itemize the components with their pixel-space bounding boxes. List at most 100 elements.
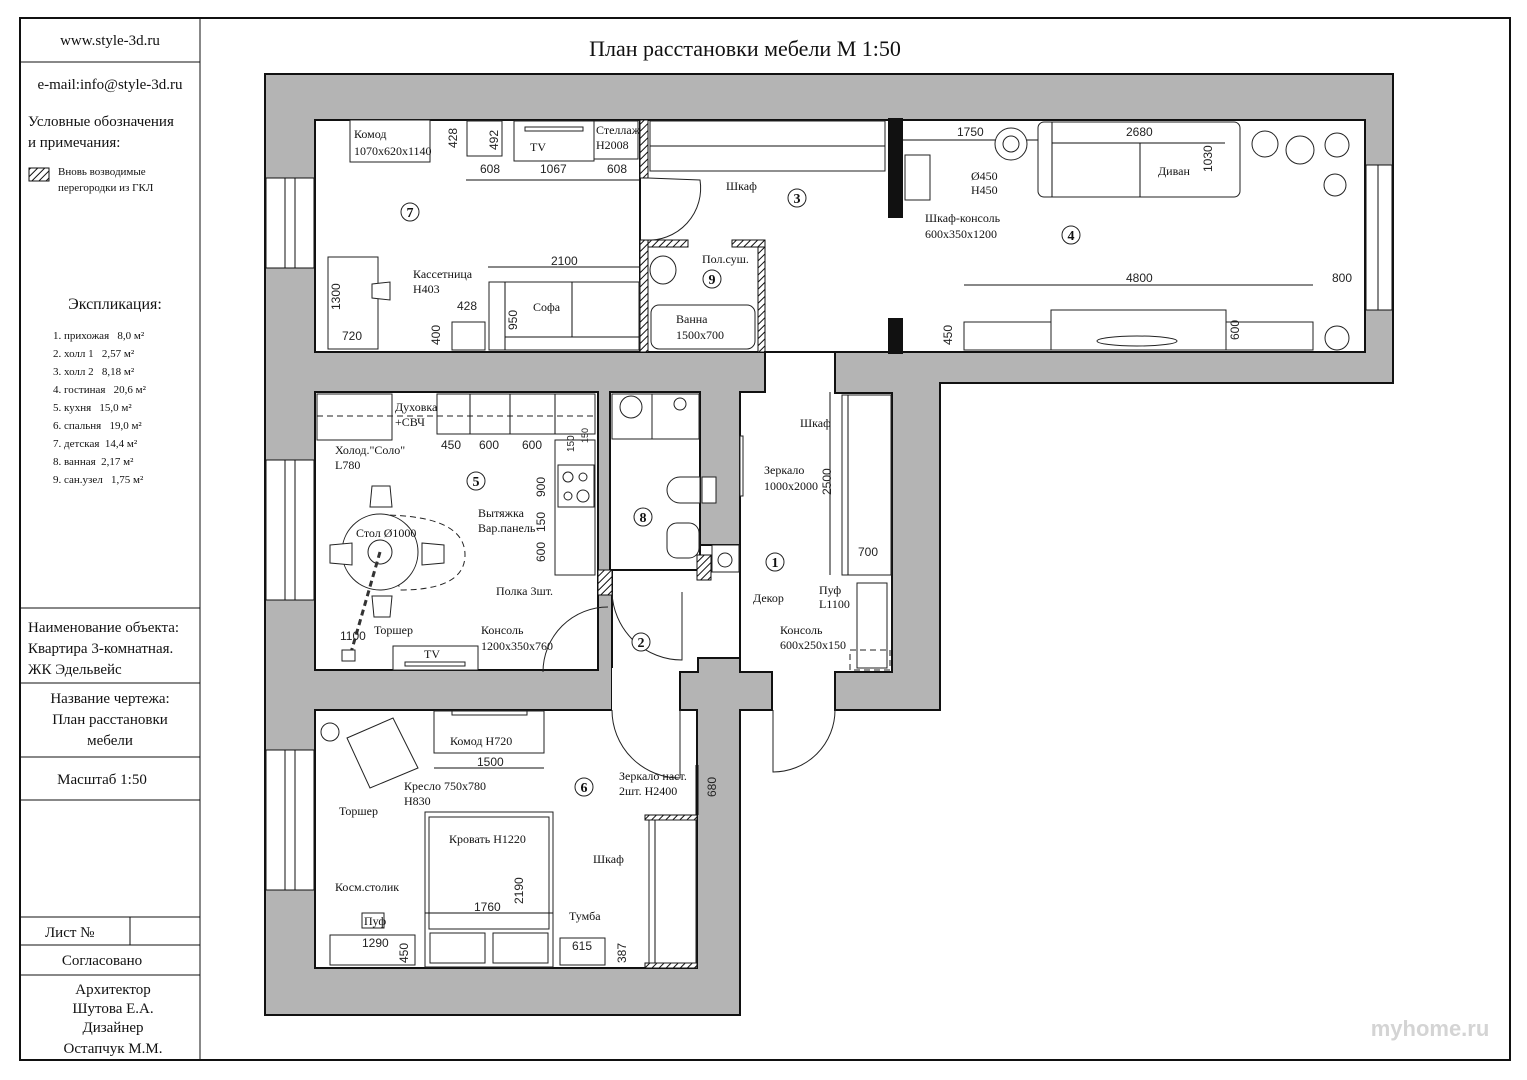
- explication-item: 7. детская 14,4 м²: [53, 438, 138, 450]
- plan-title: План расстановки мебели М 1:50: [589, 36, 901, 61]
- dimension: 600: [479, 438, 499, 452]
- label: L780: [335, 458, 360, 472]
- window: [1365, 164, 1393, 311]
- explication-item: 6. спальня 19,0 м²: [53, 420, 142, 432]
- dimension: 1760: [474, 900, 501, 914]
- gkl-hatch-swatch: [28, 167, 50, 182]
- label: Шкаф-консоль: [925, 211, 1001, 225]
- window: [265, 459, 315, 601]
- console: [849, 649, 891, 671]
- labels-room-4: 1750 Ø450 H450 2680 Диван 1030 Шкаф-конс…: [925, 125, 1352, 345]
- gkl-partition: [644, 814, 698, 821]
- tv: [524, 126, 584, 132]
- decor-niche: [711, 544, 740, 573]
- dimension: 608: [480, 162, 500, 176]
- room-marker-8: 8: [633, 507, 653, 527]
- tv: [451, 710, 528, 716]
- door-swing: [542, 606, 609, 673]
- label: Шкаф: [726, 179, 757, 193]
- dimension: 150: [566, 435, 577, 452]
- author-name: Остапчук М.М.: [64, 1041, 163, 1057]
- bedroom-doorway: [612, 668, 679, 713]
- window: [265, 177, 315, 269]
- author-role: Архитектор: [75, 982, 151, 998]
- dimension: 1750: [957, 125, 984, 139]
- wardrobe: [841, 394, 892, 576]
- svg-text:1: 1: [772, 556, 779, 571]
- chest-of-drawers: [433, 710, 545, 754]
- legend-title: Условные обозначения: [28, 114, 174, 130]
- gkl-partition: [647, 239, 689, 248]
- explication-item: 2. холл 1 2,57 м²: [53, 348, 135, 360]
- label: Тумба: [569, 909, 601, 923]
- author-role: Дизайнер: [82, 1020, 143, 1036]
- chair: [421, 542, 445, 566]
- labels-hall-1: Зеркало 1000x2000 Шкаф 2500 700 Декор Пу…: [753, 416, 878, 652]
- label: Диван: [1158, 164, 1190, 178]
- labels-kitchen-5: Духовка +СВЧ Холод."Соло" L780 450 600 6…: [335, 400, 590, 661]
- labels-hall-3: Шкаф: [726, 179, 757, 193]
- label: Полка 3шт.: [496, 584, 553, 598]
- bed-drawer: [492, 932, 549, 964]
- table-extension: [379, 514, 466, 591]
- label: H450: [971, 183, 998, 197]
- dimension: 492: [487, 130, 501, 150]
- svg-text:2: 2: [638, 636, 645, 651]
- label: TV: [530, 140, 546, 154]
- svg-text:6: 6: [581, 781, 588, 796]
- label: Шкаф: [593, 852, 624, 866]
- dimension: 4800: [1126, 271, 1153, 285]
- title-block: www.style-3d.ru e-mail:info@style-3d.ru …: [20, 18, 201, 1060]
- labels-room-7: Комод 1070x620x1140 428 492 TV Стеллаж H…: [329, 123, 641, 345]
- shelf: [466, 120, 503, 157]
- gkl-partition: [644, 962, 698, 969]
- label: Торшер: [374, 623, 413, 637]
- furniture: [316, 119, 1350, 968]
- kitchen-upper-cabinets: [436, 393, 596, 435]
- email: e-mail:info@style-3d.ru: [37, 77, 183, 93]
- dimension: 387: [615, 943, 629, 963]
- chair: [371, 281, 391, 301]
- dimension: 900: [534, 477, 548, 497]
- dimension: 150: [534, 512, 548, 532]
- sheet-number-label: Лист №: [45, 925, 94, 941]
- armchair: [346, 717, 419, 789]
- dimension: 450: [397, 943, 411, 963]
- washbasin: [666, 522, 700, 559]
- label: Комод H720: [450, 734, 512, 748]
- rack: [593, 120, 639, 160]
- door-swing: [611, 709, 681, 779]
- explication-item: 5. кухня 15,0 м²: [53, 402, 132, 414]
- mirror: [739, 435, 744, 497]
- dimension: 2190: [512, 877, 526, 904]
- windows: [265, 164, 1393, 891]
- drawing-name: План расстановки: [52, 712, 168, 728]
- label: 2шт. H2400: [619, 784, 677, 798]
- label: Вытяжка: [478, 506, 525, 520]
- label: Духовка: [395, 400, 438, 414]
- gkl-partition: [639, 119, 649, 179]
- explication-list: 1. прихожая 8,0 м² 2. холл 1 2,57 м² 3. …: [53, 330, 147, 486]
- entrance-doorway: [773, 668, 834, 713]
- wardrobe: [648, 819, 697, 964]
- hob: [557, 464, 595, 508]
- label: 1070x620x1140: [354, 144, 432, 158]
- gkl-partition: [597, 569, 613, 596]
- pouf: [361, 912, 385, 929]
- room-marker-3: 3: [787, 188, 807, 208]
- wall-stub: [888, 118, 903, 218]
- label: 600x350x1200: [925, 227, 997, 241]
- dimension: 2500: [820, 468, 834, 495]
- svg-text:7: 7: [407, 206, 414, 221]
- washing-machine: [611, 393, 653, 440]
- label: Пол.суш.: [702, 252, 749, 266]
- dimension: 720: [342, 329, 362, 343]
- approved-label: Согласовано: [62, 953, 142, 969]
- label: 600x250x150: [780, 638, 846, 652]
- explication-item: 1. прихожая 8,0 м²: [53, 330, 145, 342]
- dimension: 950: [506, 310, 520, 330]
- vanity-table: [329, 934, 416, 966]
- dimension: 1067: [540, 162, 567, 176]
- svg-text:9: 9: [709, 273, 716, 288]
